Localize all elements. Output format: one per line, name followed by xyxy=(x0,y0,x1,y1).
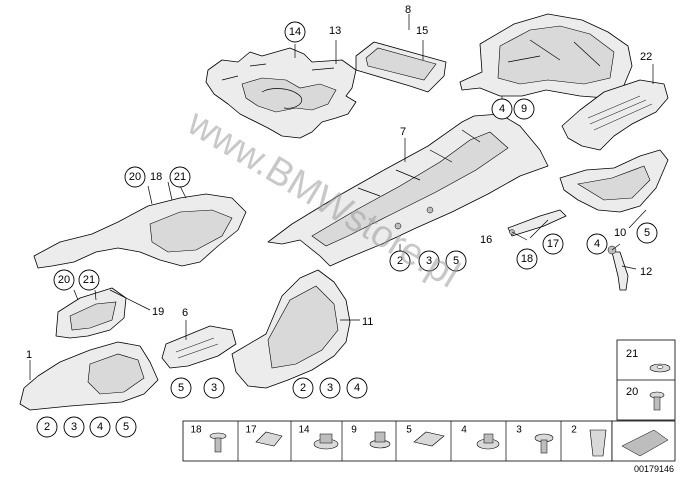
legend-3: 3 xyxy=(516,425,522,436)
circle-4e: 4 xyxy=(89,416,111,438)
part-15-cover-plate[interactable] xyxy=(355,41,447,93)
clip-5-icon xyxy=(413,431,445,447)
callout-16: 16 xyxy=(480,234,492,246)
legend-14: 14 xyxy=(298,425,310,436)
svg-text:5: 5 xyxy=(453,255,459,267)
svg-text:21: 21 xyxy=(83,274,95,286)
part-13-heat-shield[interactable] xyxy=(205,47,357,139)
svg-text:21: 21 xyxy=(174,171,186,183)
circle-4: 4 xyxy=(491,98,513,120)
circle-3d: 3 xyxy=(319,377,341,399)
part-8-heat-shield-rear[interactable] xyxy=(459,13,633,99)
screw-3-icon xyxy=(534,433,554,454)
nut-9-icon xyxy=(369,431,391,449)
svg-text:20: 20 xyxy=(58,274,70,286)
callout-13: 13 xyxy=(329,25,341,37)
circle-5c: 5 xyxy=(170,377,192,399)
circle-3: 3 xyxy=(418,250,440,272)
legend-4: 4 xyxy=(461,425,467,436)
callout-11: 11 xyxy=(362,316,373,328)
legend-17: 17 xyxy=(245,425,257,436)
circle-20: 20 xyxy=(124,166,146,188)
expanding-nut-2-icon xyxy=(589,429,607,457)
circle-2: 2 xyxy=(389,250,411,272)
callout-15: 15 xyxy=(416,25,428,37)
svg-text:2: 2 xyxy=(44,421,50,433)
legend-2: 2 xyxy=(571,425,577,436)
legend-18: 18 xyxy=(190,425,202,436)
svg-text:3: 3 xyxy=(327,382,333,394)
part-18-front-left-shield[interactable] xyxy=(33,193,247,269)
part-19-bracket[interactable] xyxy=(55,287,127,339)
callout-10: 10 xyxy=(614,227,626,239)
callout-18: 18 xyxy=(150,171,162,183)
circle-3c: 3 xyxy=(203,377,225,399)
circle-14: 14 xyxy=(284,21,306,43)
svg-text:3: 3 xyxy=(71,421,77,433)
part-12-hanger[interactable] xyxy=(607,245,629,291)
svg-text:5: 5 xyxy=(644,227,650,239)
svg-text:4: 4 xyxy=(594,238,600,250)
circle-4d: 4 xyxy=(346,377,368,399)
svg-text:4: 4 xyxy=(97,421,103,433)
document-number: 00179146 xyxy=(634,464,674,474)
legend-20: 20 xyxy=(626,386,638,398)
circle-18: 18 xyxy=(516,248,538,270)
svg-text:4: 4 xyxy=(354,382,360,394)
svg-text:3: 3 xyxy=(211,382,217,394)
circle-17: 17 xyxy=(542,233,564,255)
fastener-legend-table: 18 17 14 9 5 4 3 2 xyxy=(182,420,676,462)
circle-20b: 20 xyxy=(53,269,75,291)
svg-text:5: 5 xyxy=(178,382,184,394)
callout-22: 22 xyxy=(640,51,652,63)
circle-3e: 3 xyxy=(63,416,85,438)
part-16-strap[interactable] xyxy=(507,209,567,237)
svg-text:4: 4 xyxy=(499,103,505,115)
part-11-rear-tunnel-shield[interactable] xyxy=(231,269,351,389)
svg-text:3: 3 xyxy=(426,255,432,267)
circled-callouts: 14 4 9 20 21 2 3 5 17 18 4 5 20 21 5 3 2… xyxy=(36,21,658,438)
circle-2d: 2 xyxy=(292,377,314,399)
svg-text:2: 2 xyxy=(397,255,403,267)
svg-text:14: 14 xyxy=(289,26,301,38)
part-7-central-tunnel-shield[interactable] xyxy=(267,113,549,267)
callout-12: 12 xyxy=(640,266,652,278)
circle-5b: 5 xyxy=(636,222,658,244)
legend-21: 21 xyxy=(626,348,638,360)
part-22-tunnel-shield[interactable] xyxy=(561,79,669,151)
callout-1: 1 xyxy=(26,349,32,361)
circle-2e: 2 xyxy=(36,416,58,438)
circle-21: 21 xyxy=(169,166,191,188)
legend-5: 5 xyxy=(406,425,412,436)
part-10-right-shield[interactable] xyxy=(559,149,669,213)
svg-text:9: 9 xyxy=(521,103,527,115)
svg-text:2: 2 xyxy=(300,382,306,394)
circle-4b: 4 xyxy=(586,233,608,255)
circle-9: 9 xyxy=(513,98,535,120)
callout-19: 19 xyxy=(152,306,164,318)
legend-9: 9 xyxy=(351,425,357,436)
clip-17-icon xyxy=(255,431,283,447)
svg-text:18: 18 xyxy=(521,253,533,265)
nut-14-icon xyxy=(313,433,339,450)
callout-6: 6 xyxy=(182,307,188,319)
circle-5e: 5 xyxy=(115,416,137,438)
callout-8: 8 xyxy=(405,4,411,16)
svg-text:20: 20 xyxy=(129,171,141,183)
circle-21b: 21 xyxy=(78,269,100,291)
svg-text:5: 5 xyxy=(123,421,129,433)
callout-7: 7 xyxy=(400,126,406,138)
svg-text:17: 17 xyxy=(547,238,559,250)
part-1-side-shield[interactable] xyxy=(19,341,159,411)
orientation-arrow-icon xyxy=(621,429,669,457)
nut-4-icon xyxy=(476,433,500,450)
plain-callouts: 13 15 8 22 7 16 10 12 18 19 6 11 1 xyxy=(26,4,652,361)
circle-5: 5 xyxy=(445,250,467,272)
screw-18-icon xyxy=(209,432,227,453)
part-6-bracket[interactable] xyxy=(161,325,237,369)
side-legend: 21 20 xyxy=(616,339,676,421)
